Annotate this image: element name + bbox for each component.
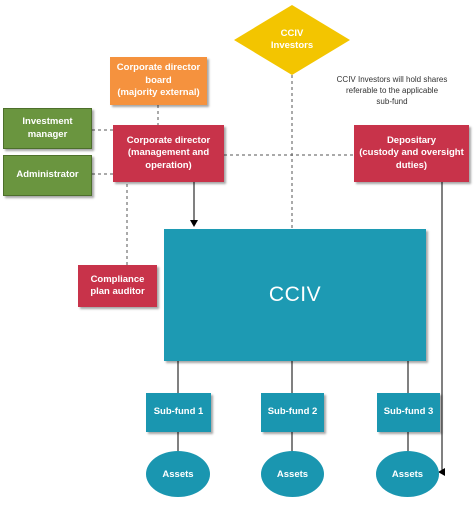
assets-2-ellipse: Assets	[261, 451, 324, 497]
subfund-2-box: Sub-fund 2	[261, 393, 324, 432]
investors-diamond	[234, 5, 350, 75]
subfund-3-box: Sub-fund 3	[377, 393, 440, 432]
assets-1-ellipse: Assets	[146, 451, 210, 497]
depositary-box: Depositary (custody and oversight duties…	[354, 125, 469, 182]
investors-note: CCIV Investors will hold shares referabl…	[336, 75, 448, 106]
depositary-to-assets-arrow	[438, 182, 445, 476]
subfund-1-box: Sub-fund 1	[146, 393, 211, 432]
corporate-director-box: Corporate director (management and opera…	[113, 125, 224, 182]
corporate-director-board-box: Corporate director board (majority exter…	[110, 57, 207, 105]
assets-3-ellipse: Assets	[376, 451, 439, 497]
administrator-box: Administrator	[3, 155, 92, 196]
compliance-plan-auditor-box: Compliance plan auditor	[78, 265, 157, 307]
investors-label: CCIV Investors	[270, 27, 314, 51]
cciv-box: CCIV	[164, 229, 426, 361]
investment-manager-box: Investment manager	[3, 108, 92, 149]
